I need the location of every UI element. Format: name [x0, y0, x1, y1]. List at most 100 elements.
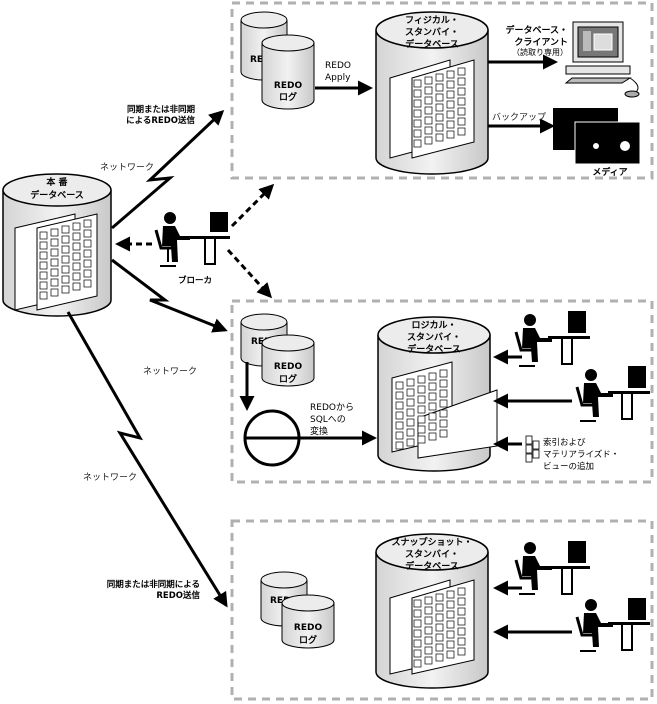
page-cell: [435, 593, 444, 602]
page-cell: [50, 268, 59, 277]
sync-redo-label-bottom-2: REDO送信: [156, 590, 200, 601]
page-cell: [417, 405, 426, 414]
page-cell: [61, 245, 70, 254]
snapshot-db-label-1: スナップショット・: [391, 536, 472, 548]
page-cell: [61, 275, 70, 284]
transform-label-3: 変換: [310, 425, 328, 437]
network-link-logical: [111, 258, 228, 333]
page-cell: [50, 288, 59, 297]
network-link-snapshot: [66, 311, 228, 608]
broker-arrow-logical: [226, 248, 273, 299]
page-cell: [446, 110, 455, 119]
page-cell: [413, 129, 422, 138]
page-cell: [406, 398, 415, 407]
redo-log-snapshot-label-2: ログ: [299, 634, 317, 646]
redo-log-label-2: ログ: [279, 91, 297, 103]
snapshot-db-label-3: データベース: [405, 560, 459, 572]
page-cell: [395, 431, 404, 440]
page-cell: [446, 620, 455, 629]
page-cell: [428, 372, 437, 381]
page-cell: [428, 382, 437, 391]
index-note-3: ビューの追加: [543, 461, 594, 472]
snapshot-db-label-2: スタンバイ・: [405, 548, 459, 560]
page-cell: [417, 375, 426, 384]
database-page-cells: [39, 67, 466, 668]
page-cell: [424, 96, 433, 105]
logical-db-label-3: データベース: [407, 343, 461, 355]
redo-log-logical-label-2: ログ: [279, 373, 297, 385]
network-label-2: ネットワーク: [143, 366, 197, 377]
page-cell: [72, 282, 81, 291]
page-cell: [446, 600, 455, 609]
page-cell: [457, 67, 466, 76]
logical-db-label-2: スタンバイ・: [407, 331, 461, 343]
page-cell: [50, 248, 59, 257]
page-cell: [424, 656, 433, 665]
physical-db-label-2: スタンバイ・: [405, 26, 459, 38]
sql-apply-process-icon: [243, 409, 301, 467]
page-cell: [457, 627, 466, 636]
page-cell: [61, 265, 70, 274]
page-cell: [428, 422, 437, 431]
page-cell: [446, 70, 455, 79]
page-cell: [435, 73, 444, 82]
page-cell: [83, 269, 92, 278]
snapshot-user-1-icon[interactable]: [514, 541, 590, 595]
page-cell: [406, 388, 415, 397]
redo-log-label-1: REDO: [274, 81, 303, 91]
page-cell: [39, 271, 48, 280]
page-cell: [61, 285, 70, 294]
page-cell: [435, 123, 444, 132]
page-cell: [424, 76, 433, 85]
broker-person-icon[interactable]: [154, 212, 230, 267]
page-cell: [435, 113, 444, 122]
physical-db-label-3: データベース: [405, 38, 459, 50]
page-cell: [50, 278, 59, 287]
page-cell: [435, 93, 444, 102]
broker-arrow-physical: [230, 183, 275, 228]
page-cell: [83, 259, 92, 268]
client-computer-icon[interactable]: [564, 21, 640, 98]
page-cell: [457, 107, 466, 116]
client-label-3: （読取り専用）: [512, 47, 568, 57]
redo-log-physical[interactable]: REDO REDO ログ: [240, 11, 315, 110]
logical-user-2-icon[interactable]: [575, 366, 650, 422]
page-cell: [428, 402, 437, 411]
page-cell: [435, 643, 444, 652]
page-cell: [72, 262, 81, 271]
page-cell: [435, 103, 444, 112]
page-cell: [413, 89, 422, 98]
logical-user-1-icon[interactable]: [514, 311, 590, 367]
page-cell: [424, 646, 433, 655]
transform-label-1: REDOから: [310, 402, 354, 413]
page-cell: [424, 636, 433, 645]
page-cell: [417, 415, 426, 424]
redo-log-logical[interactable]: REDO REDO ログ: [240, 313, 315, 387]
page-cell: [72, 272, 81, 281]
redo-log-snapshot[interactable]: REDO REDO ログ: [260, 571, 335, 649]
page-cell: [435, 83, 444, 92]
page-cell: [417, 425, 426, 434]
page-cell: [439, 369, 448, 378]
page-cell: [72, 222, 81, 231]
page-cell: [72, 232, 81, 241]
page-cell: [406, 408, 415, 417]
logical-db-label-1: ロジカル・: [411, 320, 456, 331]
snapshot-user-2-icon[interactable]: [575, 598, 650, 652]
page-cell: [457, 587, 466, 596]
page-cell: [446, 630, 455, 639]
page-cell: [435, 653, 444, 662]
page-cell: [424, 596, 433, 605]
page-cell: [83, 239, 92, 248]
page-cell: [424, 616, 433, 625]
page-cell: [413, 79, 422, 88]
page-cell: [446, 610, 455, 619]
page-cell: [424, 116, 433, 125]
page-cell: [446, 590, 455, 599]
page-cell: [417, 435, 426, 444]
index-pages-icon: [525, 435, 540, 463]
page-cell: [457, 77, 466, 86]
page-cell: [457, 597, 466, 606]
backup-media-icon[interactable]: [553, 108, 641, 165]
page-cell: [439, 399, 448, 408]
